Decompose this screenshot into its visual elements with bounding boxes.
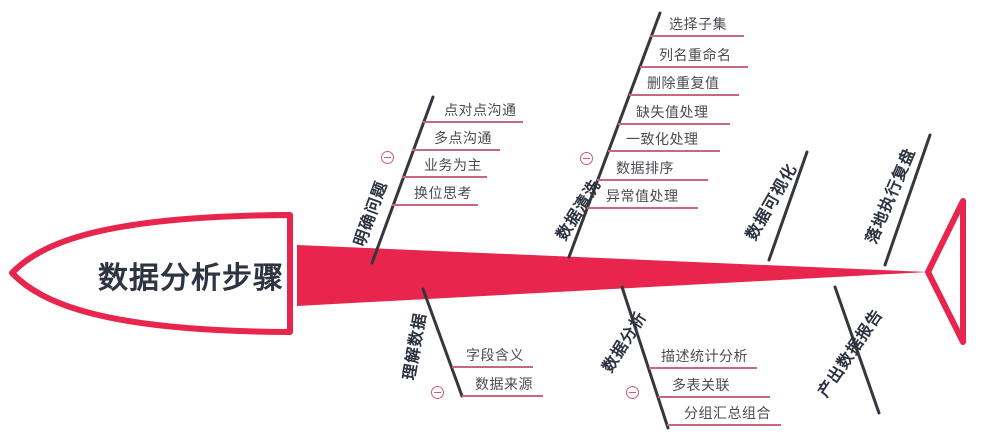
subtopic[interactable]: 缺失值处理 [618, 103, 730, 125]
minus-glyph [384, 156, 391, 159]
subtopic[interactable]: 字段含义 [452, 346, 533, 368]
subtopic[interactable]: 数据来源 [462, 375, 543, 397]
collapse-icon[interactable] [580, 152, 593, 165]
central-topic[interactable]: 数据分析步骤 [98, 262, 284, 295]
fish-head-shape [9, 212, 293, 335]
collapse-icon[interactable] [381, 151, 394, 164]
subtopic[interactable]: 多点沟通 [412, 129, 500, 151]
subtopic[interactable]: 换位思考 [392, 184, 478, 206]
subtopic[interactable]: 数据排序 [597, 159, 708, 181]
minus-glyph [434, 391, 441, 394]
subtopic[interactable]: 描述统计分析 [649, 347, 757, 369]
subtopic[interactable]: 列名重命名 [640, 46, 748, 68]
subtopic[interactable]: 删除重复值 [629, 74, 739, 96]
collapse-icon[interactable] [626, 386, 639, 399]
subtopic[interactable]: 点对点沟通 [423, 101, 523, 123]
branch-line-chanchushujubaogao [833, 285, 881, 415]
subtopic[interactable]: 一致化处理 [608, 130, 720, 152]
minus-glyph [583, 157, 590, 160]
fish-spine [297, 245, 928, 306]
fish-tail-shape [925, 198, 966, 345]
minus-glyph [629, 391, 636, 394]
subtopic[interactable]: 异常值处理 [587, 187, 698, 209]
branch-line-shujukeshihua [767, 150, 809, 262]
branch-line-shujufenxi [620, 285, 670, 430]
subtopic[interactable]: 多表关联 [658, 376, 770, 398]
branch-line-luodizhixingfupan [883, 133, 932, 267]
collapse-icon[interactable] [431, 386, 444, 399]
branch-line-shujuqingxi [567, 11, 662, 259]
subtopic[interactable]: 业务为主 [402, 156, 487, 178]
branch-line-lijieshuju [421, 287, 464, 398]
subtopic[interactable]: 选择子集 [650, 15, 744, 37]
branch-line-mingquewenti [370, 95, 435, 265]
subtopic[interactable]: 分组汇总组合 [667, 404, 781, 426]
